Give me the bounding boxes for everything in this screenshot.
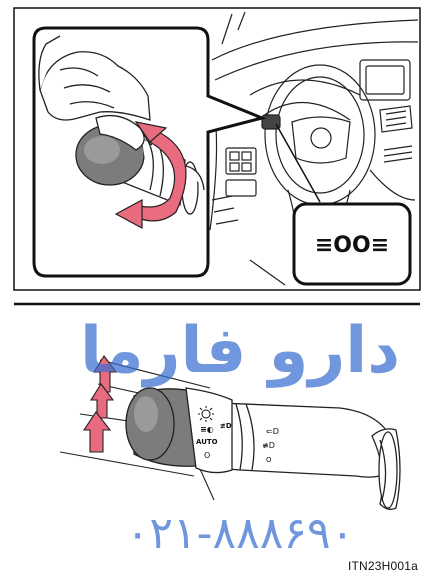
headlight-symbol: ≡OO≡ — [315, 233, 389, 258]
off-mark: O — [204, 451, 210, 460]
fog-light-icon: ≢D — [220, 422, 232, 430]
top-panel: ≡OO≡ — [14, 8, 420, 290]
watermark-phone-text: ۰۲۱-۸۸۸۶۹۰ — [126, 508, 355, 559]
watermark-logo-text: دارو فارما — [80, 314, 400, 388]
high-beam-icon: ⇐D — [266, 427, 279, 436]
parking-lights-icon: ≡◐ — [200, 425, 214, 434]
fog-indicator-icon: ≢D — [262, 441, 275, 450]
figure-code: ITN23H001a — [348, 559, 418, 573]
small-off-mark: O — [266, 456, 272, 464]
auto-label: AUTO — [196, 438, 218, 446]
headlight-symbol-callout: ≡OO≡ — [294, 204, 410, 284]
